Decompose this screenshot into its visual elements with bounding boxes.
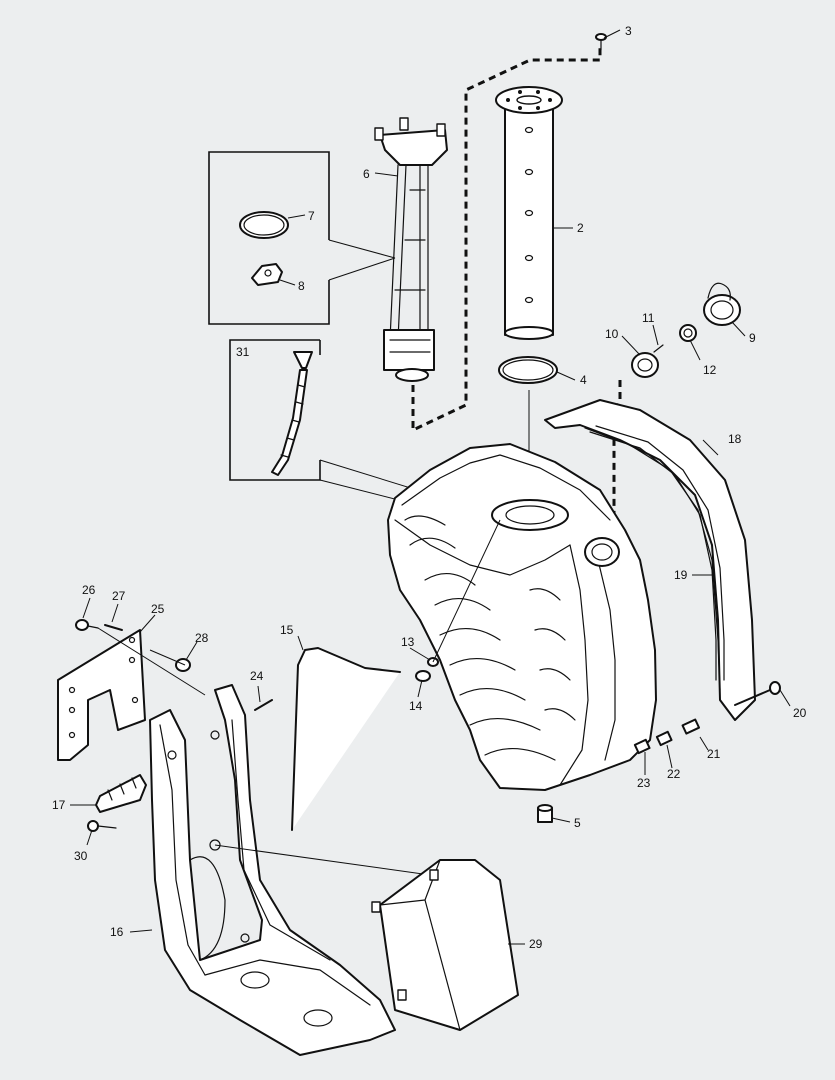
callout-19: 19 [674,568,688,582]
callout-21: 21 [707,747,721,761]
callout-2: 2 [577,221,584,235]
callout-7: 7 [308,209,315,223]
callout-11: 11 [642,311,655,325]
filler-cap-part-9 [703,282,741,326]
ring-part-10 [631,352,659,378]
callout-31: 31 [236,345,250,359]
screw-part-3 [595,33,607,51]
callout-17: 17 [52,798,66,812]
callout-30: 30 [74,849,88,863]
callout-9: 9 [749,331,756,345]
stud-part-27 [104,624,123,631]
callout-10: 10 [605,327,619,341]
strap-pad-part-19 [589,425,725,681]
callout-16: 16 [110,925,124,939]
bolt-part-30 [87,820,117,832]
callout-8: 8 [298,279,305,293]
callout-25: 25 [151,602,165,616]
clamp-part-17 [95,774,147,813]
bolt-part-26 [75,619,99,631]
pin-part-11 [653,344,664,353]
o-ring-part-4 [498,356,558,384]
callout-18: 18 [728,432,742,446]
callout-15: 15 [280,623,294,637]
shield-part-29 [371,859,519,1031]
mounting-plate-part-25 [57,629,146,761]
stud-part-24 [254,699,273,711]
nut-part-22 [655,730,673,747]
drain-plug-part-5 [537,804,553,823]
washer-part-23 [633,738,651,755]
fuel-tank [387,443,657,791]
callout-24: 24 [250,669,264,683]
vent-hose-part-15 [291,647,439,831]
callout-28: 28 [195,631,209,645]
callout-20: 20 [793,706,807,720]
detail-inset-box [208,151,396,325]
bracket-part-16 [149,684,396,1056]
callout-29: 29 [529,937,543,951]
callout-26: 26 [82,583,96,597]
callout-3: 3 [625,24,632,38]
leader-lines [70,29,791,945]
suction-tube [495,86,563,340]
callout-6: 6 [363,167,370,181]
fuel-sender-unit [374,117,448,382]
callout-4: 4 [580,373,587,387]
callout-27: 27 [112,589,126,603]
callout-14: 14 [409,699,423,713]
nut-part-28 [175,658,191,672]
callout-12: 12 [703,363,717,377]
nut-part-21 [681,718,701,735]
adapter-part-12 [679,324,697,342]
callout-5: 5 [574,816,581,830]
callout-22: 22 [667,767,681,781]
callout-23: 23 [637,776,651,790]
callout-13: 13 [401,635,415,649]
bolt-part-20 [734,681,781,706]
